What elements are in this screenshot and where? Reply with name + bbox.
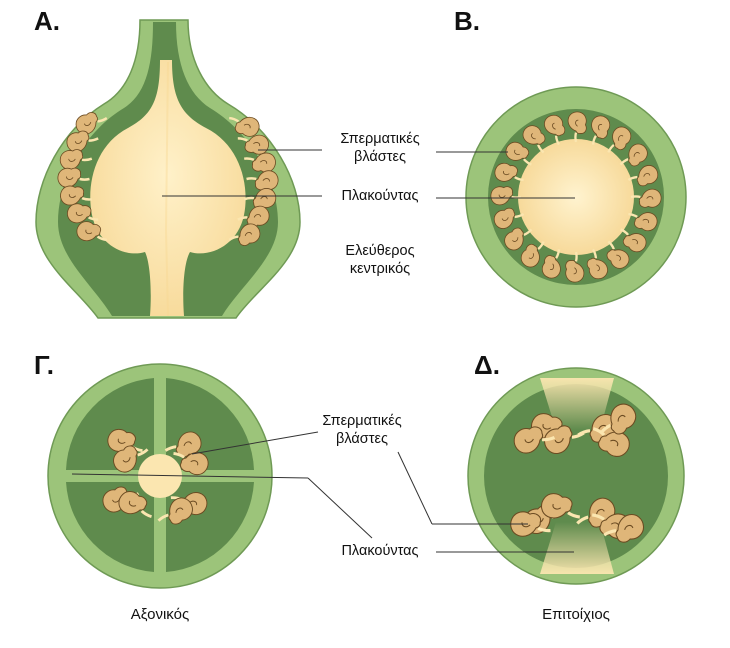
ovule [228, 223, 261, 246]
free-central-label-line1: Ελεύθερος [345, 243, 415, 259]
axile-label: Αξονικός [130, 606, 190, 623]
placenta-label-bottom: Πλακούντας [341, 543, 419, 559]
ovule [520, 241, 545, 268]
seed-label-bottom-line1: Σπερματικές [322, 413, 402, 429]
ovule [164, 431, 202, 458]
panel-b-letter: Β. [454, 6, 480, 36]
ovule [494, 162, 524, 182]
ovule [591, 115, 611, 145]
seed-label-bottom: Σπερματικές βλάστες [300, 412, 424, 448]
free-central-label: Ελεύθερος κεντρικός [318, 242, 442, 278]
ovule [627, 165, 659, 187]
ovule [630, 188, 662, 208]
ovule [229, 116, 260, 137]
panel-a-placenta [90, 60, 246, 316]
parietal-label: Επιτοίχιος [542, 606, 610, 623]
panel-b-free-central [465, 86, 687, 308]
ovule [505, 141, 532, 166]
panel-c-placenta [138, 454, 182, 498]
panel-d-letter: Δ. [474, 350, 500, 380]
ovule [493, 207, 525, 229]
ovule [157, 497, 193, 525]
ovule [504, 227, 533, 251]
ovule [620, 228, 647, 253]
ovule [565, 251, 585, 283]
ovule [606, 240, 630, 269]
ovule [76, 221, 107, 242]
panel-d-placenta-bottom [540, 522, 614, 574]
ovule [67, 203, 99, 224]
seed-label-top-line2: βλάστες [354, 149, 406, 165]
ovule [57, 167, 90, 188]
panel-d-parietal [467, 367, 685, 585]
ovule [113, 445, 149, 473]
seed-label-bottom-line2: βλάστες [336, 431, 388, 447]
panel-b-placenta [518, 139, 634, 255]
placenta-label-top: Πλακούντας [341, 188, 419, 204]
panel-a-free-central [35, 19, 301, 319]
seed-label-top: Σπερματικές βλάστες [318, 130, 442, 166]
ovule [243, 188, 277, 209]
ovule [619, 143, 648, 167]
ovule [541, 249, 561, 279]
ovule [66, 130, 99, 153]
ovule [173, 452, 209, 476]
ovule [246, 170, 279, 191]
ovule [237, 134, 269, 155]
ovule [522, 125, 546, 154]
ovule [607, 126, 632, 153]
ovule [237, 205, 270, 228]
ovule [586, 248, 608, 280]
panel-d-placenta-top [540, 378, 614, 430]
seed-label-top-line1: Σπερματικές [340, 131, 420, 147]
ovule [603, 513, 645, 543]
ovule [544, 114, 566, 146]
ovule [567, 111, 587, 143]
ovule [118, 491, 152, 519]
leader-lines [71, 149, 575, 553]
free-central-label-line2: κεντρικός [349, 261, 411, 277]
ovule [75, 112, 108, 135]
ovule [599, 403, 637, 435]
ovule [628, 212, 658, 232]
ovule [60, 185, 92, 206]
panel-c-letter: Γ. [34, 350, 54, 380]
ovule [540, 493, 581, 519]
ovule [513, 426, 556, 454]
ovule [592, 427, 630, 457]
panel-a-letter: Α. [34, 6, 60, 36]
panel-c-axile [47, 363, 273, 589]
